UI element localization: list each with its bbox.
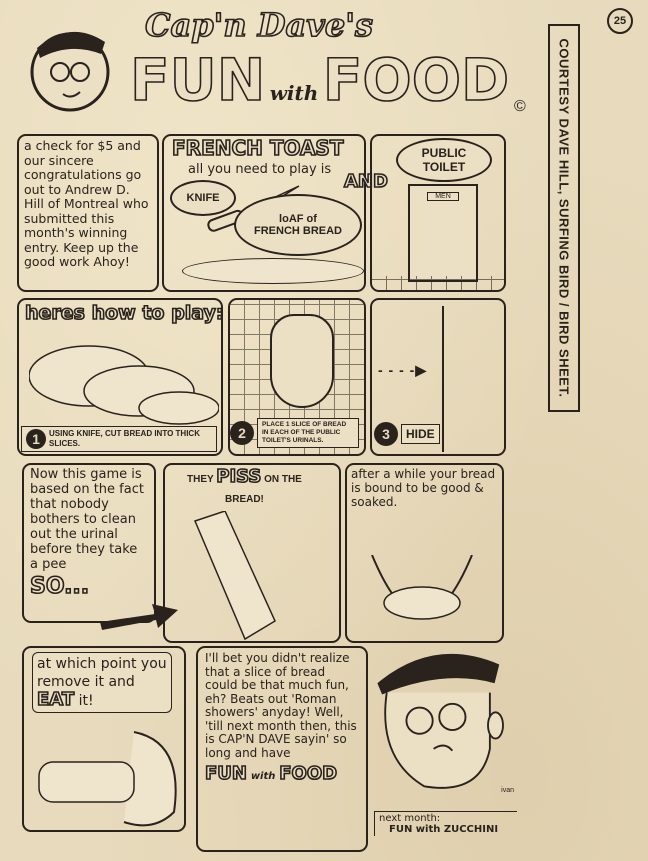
french-toast-title: FRENCH TOAST: [171, 136, 344, 161]
knife-bubble: KNIFE: [170, 180, 236, 216]
step1-caption: 1 USING KNIFE, CUT BREAD INTO THICK SLIC…: [21, 426, 217, 452]
knife-label: KNIFE: [186, 192, 220, 204]
eat-line: at which point you remove it and: [37, 656, 167, 690]
loaf-label-1: loAF of: [279, 213, 317, 225]
panel-closing: I'll bet you didn't realize that a slice…: [196, 646, 368, 852]
french-toast-subtitle: all you need to play is: [188, 162, 332, 177]
panel-public-toilet: PUBLIC TOILET MEN: [370, 134, 506, 292]
next-month-box: next month: FUN with ZUCCHINI: [374, 811, 517, 836]
step2-number: 2: [230, 421, 254, 445]
page-number: 25: [607, 8, 633, 34]
men-sign: MEN: [427, 192, 459, 201]
closing-logo: FUN with FOOD: [204, 762, 359, 788]
so-text: SO...: [29, 573, 90, 600]
piss-bread: BREAD!: [225, 494, 264, 505]
eat-it: it!: [78, 693, 94, 709]
piss-they: THEY: [187, 474, 214, 485]
panel-winner: a check for $5 and our sincere congratul…: [17, 134, 159, 292]
how-to-title: heres how to play:: [24, 301, 223, 325]
step1-number: 1: [26, 429, 46, 449]
title-food: FOOD: [322, 46, 510, 114]
panel-soaked: after a while your bread is bound to be …: [345, 463, 504, 643]
script-title: Cap'n Dave's: [144, 5, 374, 45]
panel-piss: THEY PISS ON THE BREAD!: [163, 463, 341, 643]
step3-text: HIDE: [401, 424, 440, 444]
captain-drawing: ivan: [368, 636, 518, 806]
piss-on-the: ON THE: [264, 474, 302, 485]
closing-with: with: [250, 771, 276, 782]
eat-word: EAT: [36, 689, 75, 710]
closing-text: I'll bet you didn't realize that a slice…: [205, 651, 357, 760]
bread-loaf-drawing: [182, 258, 364, 284]
toilet-bubble: PUBLIC TOILET: [396, 138, 492, 182]
toilet-label-1: PUBLIC: [421, 146, 467, 160]
credit-box: COURTESY DAVE HILL, SURFING BIRD / BIRD …: [548, 24, 580, 412]
panel-step2-urinal: 2 PLACE 1 SLICE OF BREAD IN EACH OF THE …: [228, 298, 366, 456]
step2-caption: 2 PLACE 1 SLICE OF BREAD IN EACH OF THE …: [230, 418, 359, 448]
panel-how-to-play: heres how to play: 1 USING KNIFE, CUT BR…: [17, 298, 223, 456]
and-label: AND: [343, 171, 389, 193]
eat-caption: at which point you remove it and EAT it!: [32, 652, 172, 713]
captain-logo: [25, 14, 115, 114]
toilet-label-2: TOILET: [422, 160, 466, 174]
bread-slices-drawing: [28, 336, 220, 426]
title-fun: FUN: [129, 46, 266, 114]
panel-game-basis: Now this game is based on the fact that …: [22, 463, 156, 623]
floor-tiles: [372, 276, 504, 290]
piss-caption: THEY PISS ON THE BREAD!: [187, 466, 302, 510]
panel-step3-hide: - - - -▶ 3 HIDE: [370, 298, 506, 456]
piss-word: PISS: [215, 466, 262, 488]
arrow-dashed: - - - -▶: [378, 362, 428, 378]
panel-eat: at which point you remove it and EAT it!: [22, 646, 186, 832]
main-title: FUN with FOOD: [129, 46, 510, 128]
winner-text: a check for $5 and our sincere congratul…: [24, 138, 149, 269]
closing-fun: FUN: [204, 762, 248, 785]
arrow-icon: [100, 600, 180, 635]
step3-caption: 3 HIDE: [374, 422, 440, 446]
closing-food: FOOD: [278, 762, 338, 785]
step1-text: USING KNIFE, CUT BREAD INTO THICK SLICES…: [49, 429, 200, 448]
next-month-line2: FUN with ZUCCHINI: [389, 824, 499, 835]
artist-signature: ivan: [501, 787, 514, 794]
toilet-door[interactable]: MEN: [408, 184, 478, 282]
urinal-drawing: [270, 314, 334, 408]
step3-number: 3: [374, 422, 398, 446]
panel-french-toast: FRENCH TOAST all you need to play is KNI…: [162, 134, 366, 292]
hand-drawing: [185, 510, 285, 641]
loaf-label-2: FRENCH BREAD: [254, 225, 342, 237]
game-basis-text: Now this game is based on the fact that …: [30, 467, 144, 572]
credit-text: COURTESY DAVE HILL, SURFING BIRD / BIRD …: [556, 38, 572, 398]
loaf-bubble: loAF of FRENCH BREAD: [234, 194, 362, 256]
eating-face-drawing: [34, 722, 184, 830]
door-drawing: [442, 306, 504, 452]
next-month-line1: next month:: [379, 813, 441, 824]
soaked-bread-drawing: [367, 554, 477, 635]
title-with: with: [269, 81, 319, 105]
copyright: ©: [514, 98, 526, 115]
soaked-text: after a while your bread is bound to be …: [351, 467, 496, 509]
step2-text: PLACE 1 SLICE OF BREAD IN EACH OF THE PU…: [257, 418, 359, 448]
